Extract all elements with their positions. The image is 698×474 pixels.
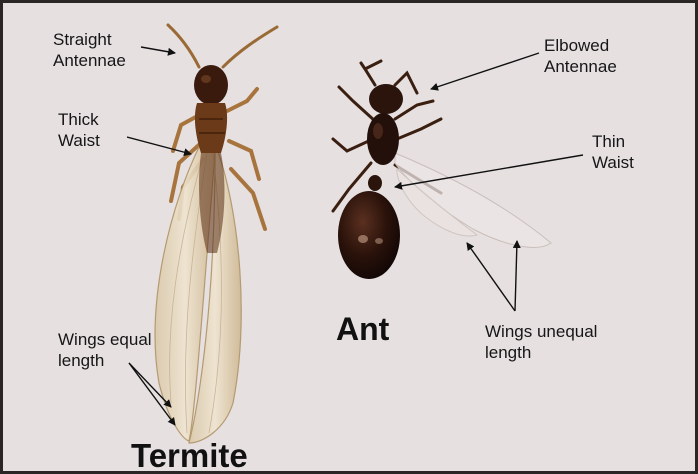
termite-antenna-right	[223, 27, 277, 67]
label-thick-waist: Thick Waist	[58, 109, 100, 151]
termite-head	[194, 65, 228, 105]
ant-antenna-left	[361, 61, 381, 85]
label-wings-equal: Wings equal length	[58, 329, 152, 371]
arrow-wings-unequal-1	[467, 243, 515, 311]
ant-figure	[333, 61, 551, 279]
termite-thorax	[195, 103, 227, 153]
ant-gaster	[338, 191, 400, 279]
termite-antenna-left	[168, 25, 199, 67]
label-wings-unequal: Wings unequal length	[485, 321, 597, 363]
label-straight-antennae: Straight Antennae	[53, 29, 126, 71]
arrow-straight-antennae	[141, 47, 175, 53]
ant-thorax	[367, 113, 399, 165]
label-elbowed-antennae: Elbowed Antennae	[544, 35, 617, 77]
ant-petiole	[368, 175, 382, 191]
arrow-wings-unequal-2	[515, 241, 517, 311]
title-ant: Ant	[336, 311, 389, 348]
arrow-thick-waist	[127, 137, 191, 154]
arrow-elbowed-antennae	[431, 53, 539, 89]
termite-figure	[155, 25, 277, 443]
ant-head	[369, 84, 403, 114]
label-thin-waist: Thin Waist	[592, 131, 634, 173]
title-termite: Termite	[131, 437, 248, 474]
